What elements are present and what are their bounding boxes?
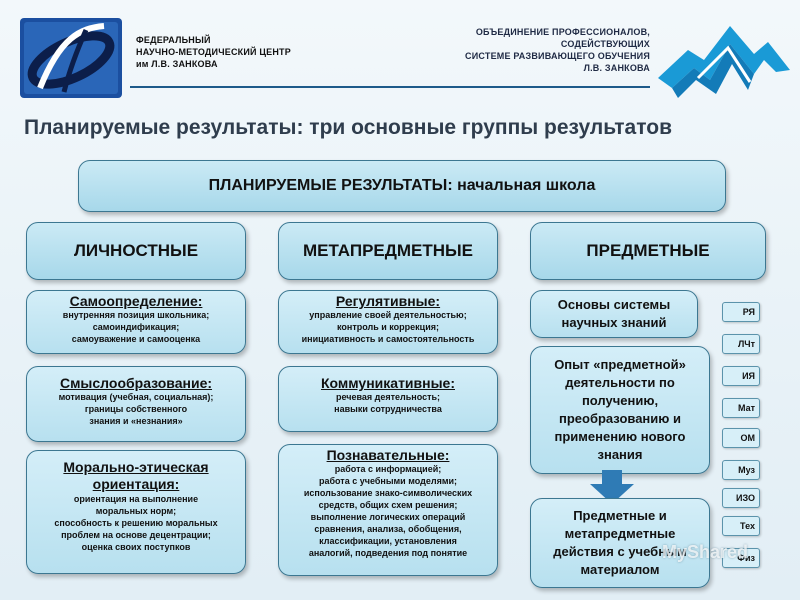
card-subject-experience: Опыт «предметной» деятельности по получе… xyxy=(530,346,710,474)
association-line: Л.В. ЗАНКОВА xyxy=(583,63,650,73)
card-line: навыки сотрудничества xyxy=(334,404,442,414)
card-subject-actions: Предметные и метапредметные действия с у… xyxy=(530,498,710,588)
card-line: аналогий, подведения под понятие xyxy=(308,548,468,558)
card-line: работа с информацией; xyxy=(334,464,442,474)
card-regulatory: Регулятивные: управление своей деятельно… xyxy=(278,290,498,354)
card-line: внутренняя позиция школьника; xyxy=(62,310,210,320)
association-line: СОДЕЙСТВУЮЩИХ xyxy=(560,39,650,49)
subject-tag: ИЯ xyxy=(722,366,760,386)
association-line: ОБЪЕДИНЕНИЕ ПРОФЕССИОНАЛОВ, xyxy=(475,27,650,37)
card-line: моральных норм; xyxy=(95,506,177,516)
subject-tag: РЯ xyxy=(722,302,760,322)
subject-tag: ИЗО xyxy=(722,488,760,508)
subject-tag: Тех xyxy=(722,516,760,536)
card-line: инициативность и самостоятельность xyxy=(301,334,475,344)
column-header-personal: ЛИЧНОСТНЫЕ xyxy=(26,222,246,280)
card-heading: Смыслообразование: xyxy=(59,375,213,391)
card-line: проблем на основе децентрации; xyxy=(61,530,211,540)
association-line: СИСТЕМЕ РАЗВИВАЮЩЕГО ОБУЧЕНИЯ xyxy=(465,51,650,61)
card-communicative: Коммуникативные: речевая деятельность; н… xyxy=(278,366,498,432)
card-line: самоуважение и самооценка xyxy=(71,334,201,344)
card-line: контроль и коррекция; xyxy=(337,322,439,332)
center-name: ФЕДЕРАЛЬНЫЙ НАУЧНО-МЕТОДИЧЕСКИЙ ЦЕНТР им… xyxy=(136,34,291,70)
center-name-line: ФЕДЕРАЛЬНЫЙ xyxy=(136,35,211,45)
subject-tag: Физ xyxy=(722,548,760,568)
card-cognitive: Познавательные: работа с информацией; ра… xyxy=(278,444,498,576)
watermark: MyShared xyxy=(662,542,749,562)
column-header-subject: ПРЕДМЕТНЫЕ xyxy=(530,222,766,280)
down-arrow-icon xyxy=(590,470,634,504)
card-heading: Самоопределение: xyxy=(69,293,203,309)
header: ФЕДЕРАЛЬНЫЙ НАУЧНО-МЕТОДИЧЕСКИЙ ЦЕНТР им… xyxy=(0,0,800,108)
card-moral-orientation: Морально-этическая ориентация: ориентаци… xyxy=(26,450,246,574)
subject-tag: ЛЧт xyxy=(722,334,760,354)
card-line: использование знако-символических xyxy=(303,488,473,498)
card-science-basics: Основы системы научных знаний xyxy=(530,290,698,338)
card-text: Опыт «предметной» деятельности по получе… xyxy=(554,357,686,462)
card-line: речевая деятельность; xyxy=(335,392,441,402)
card-line: знания и «незнания» xyxy=(89,416,183,426)
card-line: оценка своих поступков xyxy=(81,542,191,552)
card-text: Основы системы научных знаний xyxy=(557,297,671,330)
card-heading: Познавательные: xyxy=(326,447,450,463)
subject-tag: ОМ xyxy=(722,428,760,448)
card-line: способность к решению моральных xyxy=(54,518,218,528)
page-title: Планируемые результаты: три основные гру… xyxy=(24,116,672,139)
header-divider xyxy=(130,86,650,88)
card-line: границы собственного xyxy=(84,404,188,414)
association-name: ОБЪЕДИНЕНИЕ ПРОФЕССИОНАЛОВ, СОДЕЙСТВУЮЩИ… xyxy=(465,26,650,74)
planned-results-box: ПЛАНИРУЕМЫЕ РЕЗУЛЬТАТЫ: начальная школа xyxy=(78,160,726,212)
card-line: средств, общих схем решения; xyxy=(318,500,458,510)
card-line: ориентация на выполнение xyxy=(73,494,199,504)
card-heading: Морально-этическая ориентация: xyxy=(63,459,209,492)
card-line: выполнение логических операций xyxy=(310,512,466,522)
card-line: самоиндификация; xyxy=(92,322,180,332)
card-line: мотивация (учебная, социальная); xyxy=(58,392,214,402)
card-heading: Коммуникативные: xyxy=(320,375,455,391)
card-line: работа с учебными моделями; xyxy=(318,476,458,486)
zankov-center-logo xyxy=(20,18,122,98)
subject-tag: Мат xyxy=(722,398,760,418)
card-text: Предметные и метапредметные действия с у… xyxy=(553,508,687,577)
center-name-line: им Л.В. ЗАНКОВА xyxy=(136,59,218,69)
subject-tag: Муз xyxy=(722,460,760,480)
card-meaning-making: Смыслообразование: мотивация (учебная, с… xyxy=(26,366,246,442)
card-heading: Регулятивные: xyxy=(335,293,441,309)
column-header-meta: МЕТАПРЕДМЕТНЫЕ xyxy=(278,222,498,280)
card-line: управление своей деятельностью; xyxy=(309,310,467,320)
center-name-line: НАУЧНО-МЕТОДИЧЕСКИЙ ЦЕНТР xyxy=(136,47,291,57)
card-self-determination: Самоопределение: внутренняя позиция школ… xyxy=(26,290,246,354)
card-line: классификации, установления xyxy=(319,536,457,546)
mountains-logo xyxy=(658,26,790,98)
card-line: сравнения, анализа, обобщения, xyxy=(314,524,462,534)
